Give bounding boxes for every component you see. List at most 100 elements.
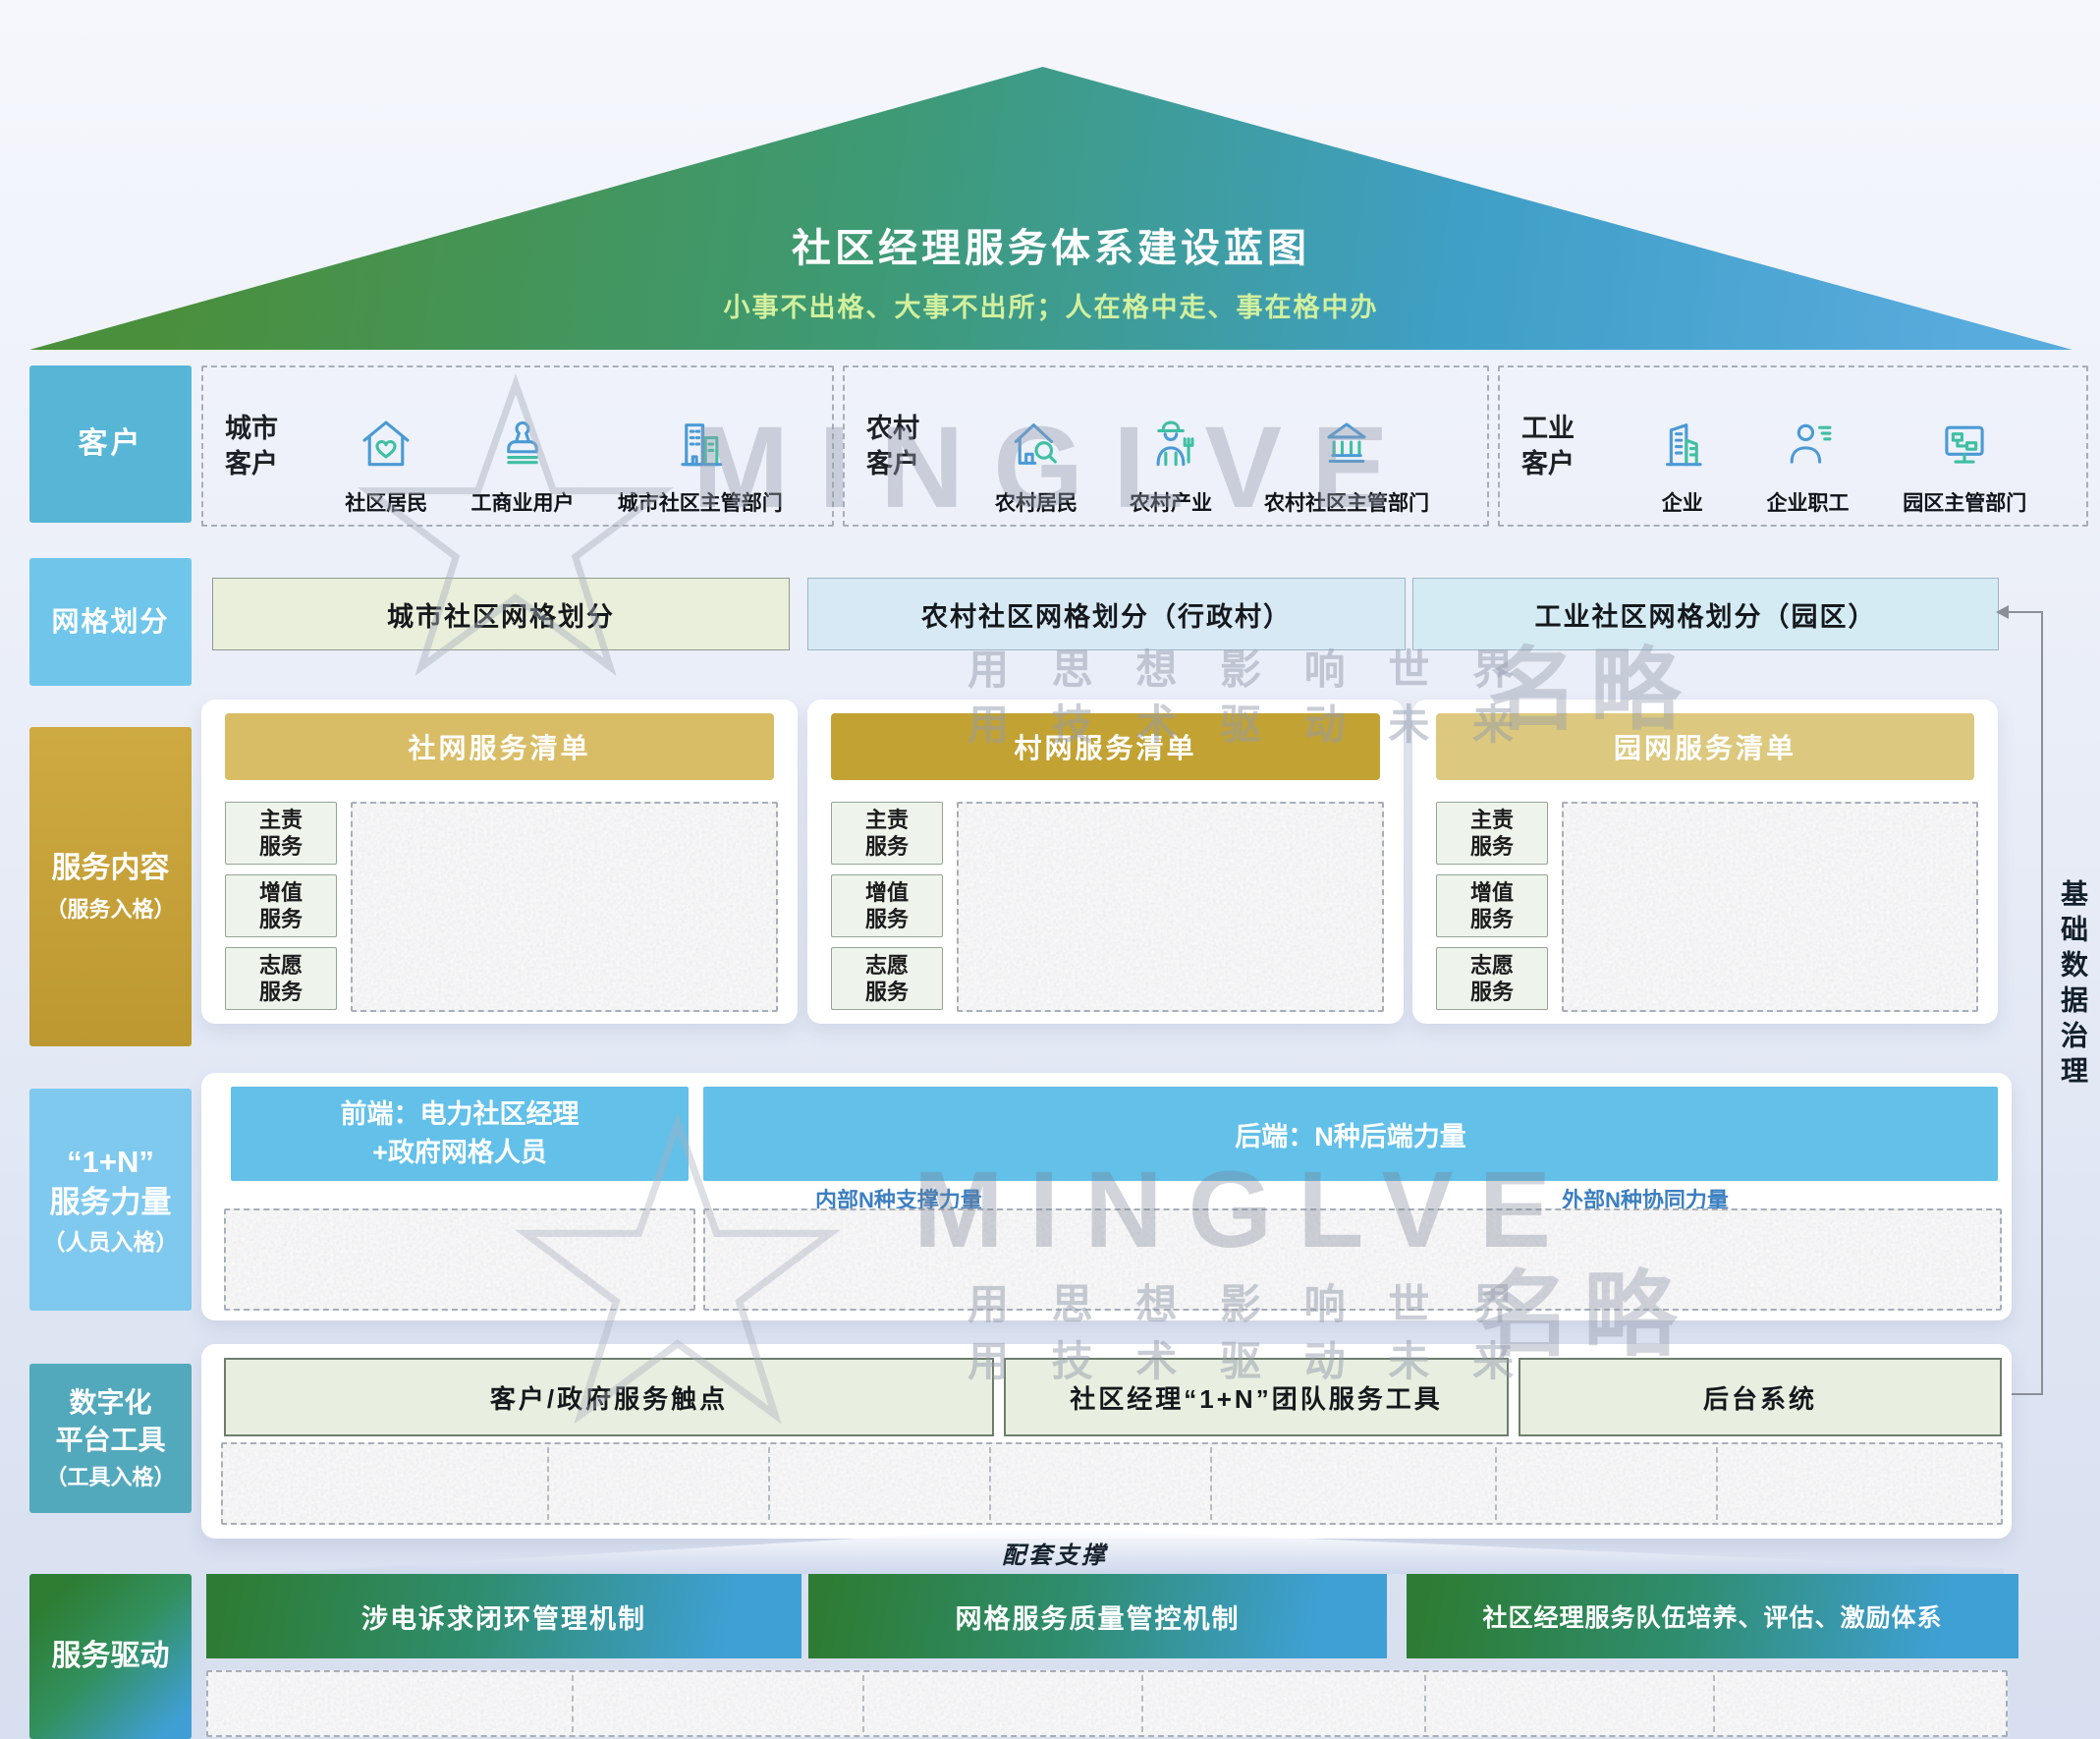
group-name-line2: 客户 [225,449,278,478]
row-label-text: 服务力量 [49,1185,172,1220]
divider [989,1447,991,1520]
customer-item-label: 农村产业 [1130,492,1212,515]
service-card-park: 园网服务清单 主责服务 增值服务 志愿服务 [1412,700,1998,1024]
redacted-service-list [957,802,1384,1012]
grid-box-text: 城市社区网格划分 [387,601,615,632]
side-label-data-governance: 基础数据治理 [2058,879,2088,1092]
drive-box-quality-control: 网格服务质量管控机制 [808,1574,1387,1658]
divider [572,1675,574,1732]
customer-group-industrial: 工业 客户 企业 [1498,365,2088,527]
row-label-text: 服务内容 [51,852,170,885]
row-label-digital-tools: 数字化 平台工具 （工具入格） [29,1364,192,1513]
row-label-grid-text: 网格划分 [51,606,170,638]
tag-value-added-service: 增值服务 [1436,874,1548,937]
customer-item: 农村社区主管部门 [1264,377,1429,517]
redacted-back-force [703,1208,2002,1311]
tag-volunteer-service: 志愿服务 [225,947,337,1010]
connector-top-segment [2008,611,2043,613]
front-force-line2: +政府网格人员 [372,1138,547,1167]
service-card-header: 村网服务清单 [831,713,1380,780]
connector-arrowhead-icon [1996,605,2009,619]
customer-item: 企业 [1652,377,1713,517]
customer-item: 园区主管部门 [1903,377,2026,517]
group-name-line2: 客户 [1521,449,1575,478]
customer-item: 社区居民 [345,377,427,517]
front-force-header: 前端：电力社区经理 +政府网格人员 [231,1087,689,1181]
customer-item-label: 工商业用户 [470,492,575,515]
tag-primary-service: 主责服务 [1436,802,1548,865]
divider [1716,1447,1718,1520]
front-force-line1: 前端：电力社区经理 [340,1098,580,1129]
customer-group-rural: 农村 客户 农村居民 [843,365,1489,527]
divider [1424,1675,1426,1732]
customer-group-rural-name: 农村 客户 [845,367,943,525]
customer-group-urban-name: 城市 客户 [203,367,302,525]
tag-primary-service: 主责服务 [831,802,943,865]
farmer-icon [1140,414,1201,479]
grid-box-urban: 城市社区网格划分 [212,578,790,650]
city-buildings-icon [670,414,731,479]
back-force-header: 后端：N种后端力量 [703,1087,1998,1181]
group-name-line2: 客户 [866,449,919,478]
row-label-customers-text: 客户 [78,426,143,460]
grid-box-industrial: 工业社区网格划分（园区） [1412,578,1999,650]
digital-box-team-tools: 社区经理“1+N”团队服务工具 [1004,1358,1509,1436]
row-label-subtext: （服务入格） [45,896,176,922]
row-label-text: “1+N” [67,1144,154,1179]
page-subtitle: 小事不出格、大事不出所；人在格中走、事在格中办 [723,293,1379,322]
group-name-line1: 工业 [1521,413,1575,443]
group-name-line1: 农村 [866,413,919,443]
stamp-icon [492,414,553,479]
divider [768,1447,770,1520]
customer-item: 工商业用户 [471,377,575,517]
group-name-line1: 城市 [225,413,278,443]
divider [1713,1675,1715,1732]
row-label-grid: 网格划分 [29,558,192,686]
divider [862,1675,864,1732]
divider [547,1447,549,1520]
customer-item-label: 城市社区主管部门 [617,492,783,515]
digital-box-backend-system: 后台系统 [1519,1358,2002,1436]
divider [1210,1447,1212,1520]
grid-box-rural: 农村社区网格划分（行政村） [807,578,1406,650]
divider [1141,1675,1143,1732]
digital-box-touchpoints: 客户/政府服务触点 [224,1358,994,1436]
monitor-flowchart-icon [1934,414,1995,479]
row-label-subtext: （人员入格） [42,1229,179,1256]
customer-item-label: 社区居民 [345,492,428,515]
grid-box-text: 农村社区网格划分（行政村） [921,601,1292,632]
drive-box-team-development: 社区经理服务队伍培养、评估、激励体系 [1407,1574,2018,1658]
roof-banner: 社区经理服务体系建设蓝图 小事不出格、大事不出所；人在格中走、事在格中办 [29,67,2072,350]
tag-value-added-service: 增值服务 [831,874,943,937]
customer-item-label: 农村居民 [995,492,1078,515]
service-card-header: 社网服务清单 [225,713,774,780]
tag-primary-service: 主责服务 [225,802,337,865]
enterprise-building-icon [1652,414,1713,479]
customer-item-label: 园区主管部门 [1903,492,2027,515]
redacted-service-list [1562,802,1978,1012]
service-card-village: 村网服务清单 主责服务 增值服务 志愿服务 [807,700,1404,1024]
bank-icon [1316,414,1377,479]
back-force-sub-right: 外部N种协同力量 [1562,1188,1729,1208]
service-force-card: 前端：电力社区经理 +政府网格人员 后端：N种后端力量 内部N种支撑力量 外部N… [201,1073,2012,1320]
row-label-service-drive: 服务驱动 [29,1574,192,1739]
connector-bottom-segment [2000,1393,2043,1395]
grid-box-text: 工业社区网格划分（园区） [1534,601,1877,632]
customer-group-urban: 城市 客户 社区居民 [201,365,834,527]
tag-volunteer-service: 志愿服务 [831,947,943,1010]
tag-value-added-service: 增值服务 [225,874,337,937]
tag-volunteer-service: 志愿服务 [1436,947,1548,1010]
redacted-tools-list [221,1442,2003,1525]
customer-item: 城市社区主管部门 [618,377,783,517]
customer-item: 农村居民 [995,377,1078,517]
page-title: 社区经理服务体系建设蓝图 [792,227,1310,270]
redacted-service-list [351,802,778,1012]
row-label-service-force: “1+N” 服务力量 （人员入格） [29,1089,192,1311]
digital-tools-card: 客户/政府服务触点 社区经理“1+N”团队服务工具 后台系统 [201,1344,2012,1539]
back-force-text: 后端：N种后端力量 [1235,1121,1466,1151]
row-label-customers: 客户 [29,365,192,523]
customer-item: 企业职工 [1767,377,1850,517]
connector-vertical-segment [2041,611,2043,1395]
customer-item-label: 企业 [1661,492,1703,515]
